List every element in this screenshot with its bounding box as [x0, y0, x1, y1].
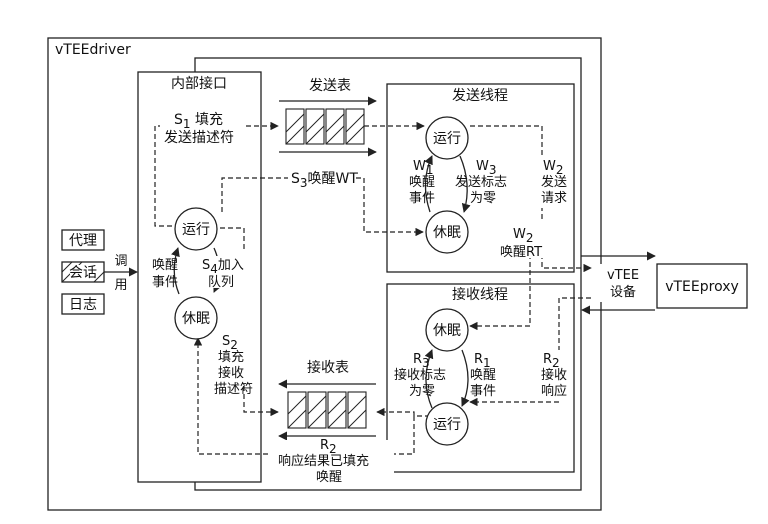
recv-thread-label: 接收线程	[452, 286, 508, 303]
internal-interface-label: 内部接口	[171, 75, 227, 92]
svg-text:响应结果已填充: 响应结果已填充	[278, 453, 369, 469]
s4-label: S4加入 队列	[200, 256, 248, 290]
svg-text:S1 填充: S1 填充	[174, 112, 223, 131]
recv-table-cells	[287, 391, 367, 429]
interface-sleep-node[interactable]	[174, 296, 218, 340]
interface-wake-label: 唤醒 事件	[152, 258, 178, 290]
arc-interface-wake	[171, 247, 180, 295]
s1-label: S1 填充 发送描述符	[160, 112, 244, 148]
svg-text:事件: 事件	[152, 275, 178, 290]
vteeproxy-label: vTEEproxy	[665, 279, 739, 295]
svg-text:R3: R3	[413, 352, 430, 370]
svg-text:为零: 为零	[409, 384, 435, 399]
w2-wake-label: W2 唤醒RT	[497, 222, 549, 260]
send-table-cells	[285, 108, 365, 145]
recv-sleep-node[interactable]	[425, 308, 469, 352]
svg-text:发送描述符: 发送描述符	[164, 130, 234, 146]
send-thread-label: 发送线程	[452, 88, 508, 104]
svg-text:唤醒: 唤醒	[470, 368, 496, 383]
send-table-label: 发送表	[309, 78, 351, 94]
log-label: 日志	[69, 297, 97, 313]
interface-sleep-label: 休眠	[182, 311, 210, 327]
r2b-label: R2 响应结果已填充 唤醒	[270, 438, 394, 485]
svg-text:设备: 设备	[610, 284, 636, 300]
send-sleep-label: 休眠	[433, 225, 461, 241]
agent-box[interactable]	[61, 229, 105, 251]
log-box[interactable]	[61, 293, 105, 315]
w2-wake-rt	[469, 254, 531, 331]
svg-text:vTEE: vTEE	[607, 268, 639, 283]
recv-run-node[interactable]	[425, 402, 469, 446]
recv-run-label: 运行	[433, 417, 461, 433]
arc-send-w1	[424, 155, 433, 213]
svg-text:请求: 请求	[541, 191, 567, 206]
svg-text:S4加入: S4加入	[202, 258, 244, 276]
recv-sleep-label: 休眠	[433, 323, 461, 339]
arc-send-w3	[459, 155, 471, 213]
call-label-2: 用	[114, 278, 127, 293]
svg-text:接收: 接收	[218, 365, 244, 381]
w2-send-label: W2 发送 请求	[538, 158, 572, 208]
vteedriver-label: vTEEdriver	[55, 42, 131, 58]
svg-text:W3: W3	[476, 159, 497, 177]
w2-send-request	[470, 125, 592, 273]
s4-flow	[220, 227, 245, 252]
svg-text:事件: 事件	[470, 384, 496, 399]
svg-text:W2: W2	[543, 159, 564, 177]
s2-label: S2 填充 接收 描述符	[214, 334, 253, 397]
svg-text:接收标志: 接收标志	[394, 367, 446, 383]
w3-label: W3 发送标志 为零	[455, 159, 507, 206]
svg-text:唤醒: 唤醒	[409, 175, 435, 190]
arc-recv-r1	[461, 349, 470, 407]
interface-run-label: 运行	[182, 222, 210, 238]
svg-text:唤醒: 唤醒	[152, 258, 178, 273]
svg-text:发送: 发送	[541, 174, 567, 190]
send-sleep-node[interactable]	[425, 210, 469, 254]
svg-text:S2: S2	[222, 334, 238, 352]
svg-text:唤醒: 唤醒	[316, 470, 342, 485]
svg-text:接收: 接收	[541, 367, 567, 383]
recv-table-label: 接收表	[307, 359, 349, 376]
s3-flow	[221, 177, 424, 237]
svg-text:描述符: 描述符	[214, 381, 253, 397]
interface-run-node[interactable]	[174, 207, 218, 251]
svg-text:R2: R2	[543, 352, 560, 370]
s2-flow	[243, 386, 279, 417]
svg-text:R1: R1	[474, 352, 491, 370]
svg-text:事件: 事件	[409, 191, 435, 206]
svg-text:W2: W2	[513, 227, 534, 245]
svg-text:队列: 队列	[208, 275, 234, 290]
vtee-device: vTEE 设备	[600, 264, 644, 302]
svg-text:填充: 填充	[218, 349, 244, 365]
call-label-1: 调	[114, 254, 127, 269]
recv-thread-box	[386, 283, 575, 473]
svg-text:S3唤醒WT: S3唤醒WT	[291, 170, 358, 190]
r3-label: R3 接收标志 为零	[394, 352, 446, 399]
left-box-group: 代理 会话 日志	[61, 229, 105, 315]
svg-text:为零: 为零	[470, 191, 496, 206]
svg-text:R2: R2	[320, 438, 337, 456]
svg-text:发送标志: 发送标志	[455, 174, 507, 190]
send-thread-box	[386, 83, 575, 273]
svg-text:响应: 响应	[541, 383, 567, 399]
svg-text:唤醒RT: 唤醒RT	[500, 245, 542, 260]
arc-recv-r3	[424, 349, 434, 409]
r1-label: R1 唤醒 事件	[470, 352, 496, 399]
send-run-node[interactable]	[425, 116, 469, 160]
s3-label: S3唤醒WT	[288, 170, 358, 190]
svg-text:W1: W1	[413, 159, 434, 177]
agent-label: 代理	[69, 233, 97, 249]
recv-run-to-table	[376, 407, 430, 417]
w1-label: W1 唤醒 事件	[409, 159, 435, 206]
session-label: 会话	[69, 265, 97, 281]
vteeproxy-box[interactable]	[656, 263, 748, 309]
send-run-label: 运行	[433, 131, 461, 147]
r2-recv-label: R2 接收 响应	[537, 350, 573, 400]
